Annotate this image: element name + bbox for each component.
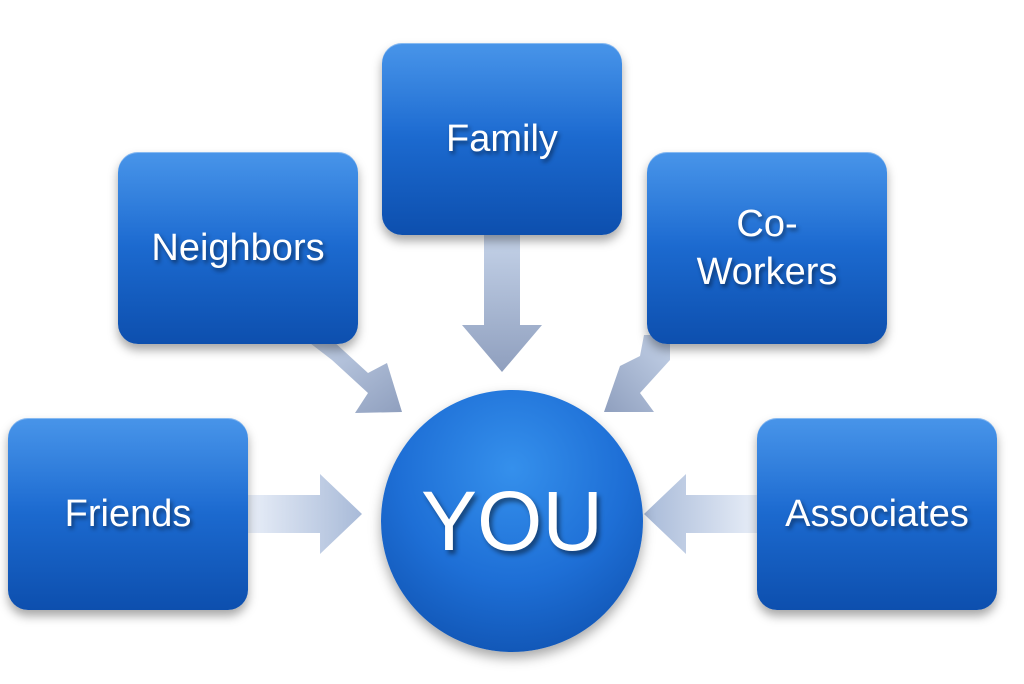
- node-associates: Associates: [757, 418, 997, 610]
- arrow-associates: [644, 474, 758, 554]
- node-neighbors-label: Neighbors: [151, 227, 325, 269]
- node-family: Family: [382, 43, 622, 235]
- arrow-family: [462, 235, 542, 372]
- center-you: YOU: [381, 390, 643, 652]
- node-family-label: Family: [446, 118, 558, 160]
- node-co-workers: Co- Workers: [647, 152, 887, 344]
- node-associates-label: Associates: [785, 493, 969, 535]
- node-neighbors: Neighbors: [118, 152, 358, 344]
- node-friends-label: Friends: [64, 493, 192, 535]
- center-you-label: YOU: [420, 474, 604, 568]
- arrow-friends: [248, 474, 362, 554]
- node-co-workers-label: Co- Workers: [696, 203, 838, 293]
- node-friends: Friends: [8, 418, 248, 610]
- arrow-co-workers: [604, 335, 670, 412]
- arrow-neighbors: [306, 340, 402, 413]
